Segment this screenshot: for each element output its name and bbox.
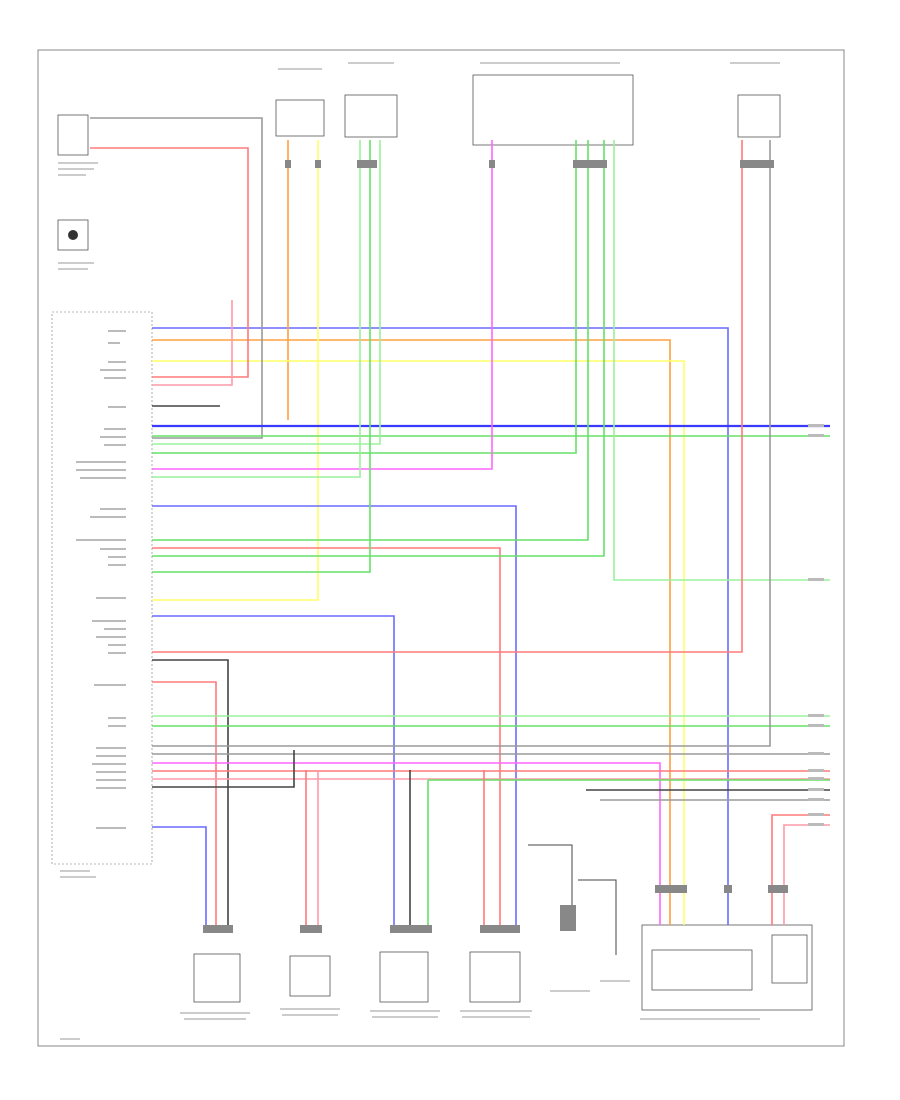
bottom-modules	[193, 924, 813, 1011]
right-edge-markers	[808, 424, 824, 826]
bottom-caption-bars	[60, 870, 760, 1040]
wires	[90, 117, 830, 955]
connector-ticks	[203, 160, 788, 933]
top-left-sensors	[57, 114, 98, 270]
diagram-frame	[37, 49, 845, 1047]
ecm-pin-labels	[76, 330, 126, 829]
top-modules	[275, 62, 781, 146]
ecm-module-box	[51, 311, 153, 865]
